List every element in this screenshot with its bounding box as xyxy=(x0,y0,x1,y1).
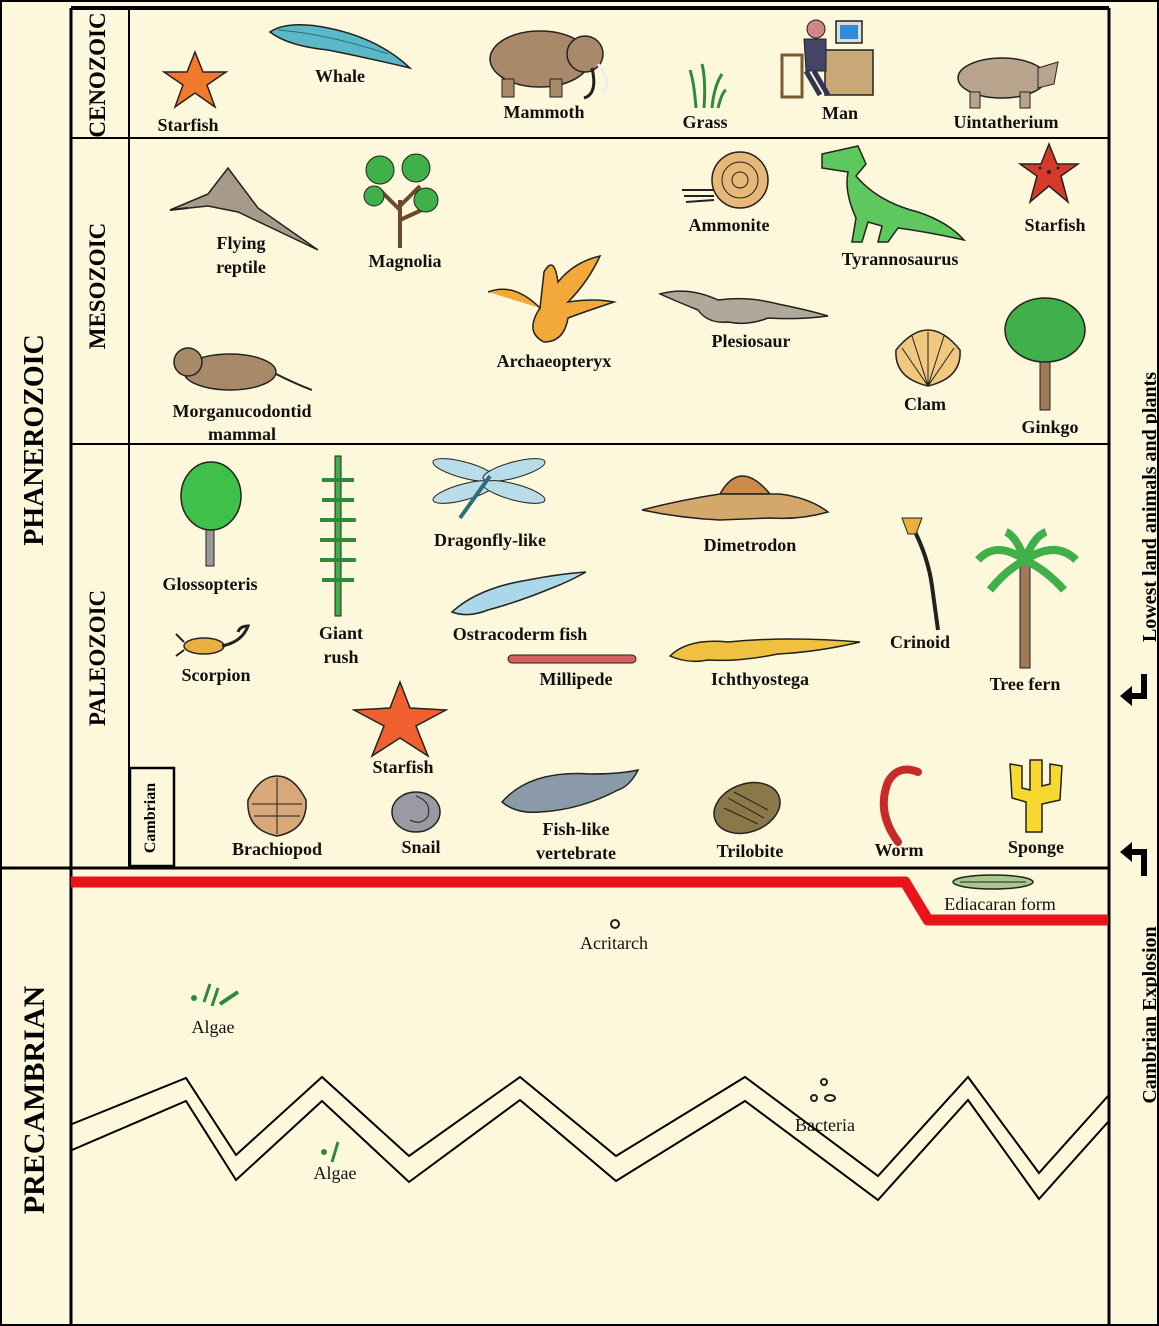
ginkgo-icon xyxy=(1000,294,1090,412)
dimetrodon-icon xyxy=(640,464,830,526)
label-sponge: Sponge xyxy=(996,836,1076,858)
starfish-icon xyxy=(160,50,230,110)
label-ichthyostega: Ichthyostega xyxy=(700,668,820,690)
label-tree-fern: Tree fern xyxy=(980,673,1070,695)
label-flying-reptile-2: reptile xyxy=(196,256,286,278)
label-morganucodontid-2: mammal xyxy=(162,423,322,445)
crinoid-icon xyxy=(898,516,954,632)
label-ostracoderm-fish: Ostracoderm fish xyxy=(440,623,600,645)
label-grass: Grass xyxy=(670,111,740,133)
label-dragonfly: Dragonfly-like xyxy=(420,529,560,551)
label-morganucodontid-1: Morganucodontid xyxy=(162,400,322,422)
label-ediacaran-form: Ediacaran form xyxy=(930,893,1070,915)
label-whale: Whale xyxy=(300,65,380,87)
scorpion-icon xyxy=(172,622,254,664)
label-fish-like-vertebrate-1: Fish-like xyxy=(516,818,636,840)
ichthyostega-icon xyxy=(668,628,862,666)
bacteria-icon xyxy=(806,1076,846,1106)
label-starfish-mesozoic: Starfish xyxy=(1010,214,1100,236)
snail-icon xyxy=(388,788,444,834)
label-trilobite: Trilobite xyxy=(700,840,800,862)
era-paleozoic: PALEOZOIC xyxy=(80,573,116,743)
plesiosaur-icon xyxy=(658,286,830,328)
label-ginkgo: Ginkgo xyxy=(1010,416,1090,438)
ammonite-icon xyxy=(680,150,770,210)
label-mammoth: Mammoth xyxy=(494,101,594,123)
label-acritarch: Acritarch xyxy=(568,932,660,954)
label-clam: Clam xyxy=(890,393,960,415)
uintatherium-icon xyxy=(950,48,1062,110)
label-archaeopteryx: Archaeopteryx xyxy=(484,350,624,372)
label-ammonite: Ammonite xyxy=(674,214,784,236)
mammoth-icon xyxy=(480,24,615,99)
ostracoderm-fish-icon xyxy=(448,568,588,620)
brachiopod-icon xyxy=(244,774,310,838)
tree-fern-icon xyxy=(976,530,1078,670)
label-scorpion: Scorpion xyxy=(166,664,266,686)
whale-icon xyxy=(268,20,413,70)
dragonfly-icon xyxy=(430,456,550,520)
label-magnolia: Magnolia xyxy=(360,250,450,272)
millipede-icon xyxy=(506,652,638,666)
tyrannosaurus-icon xyxy=(818,142,966,246)
acritarch-icon xyxy=(608,918,622,930)
label-worm: Worm xyxy=(864,839,934,861)
giant-rush-icon xyxy=(318,450,358,618)
label-fish-like-vertebrate-2: vertebrate xyxy=(516,842,636,864)
side-label-cambrian-explosion: Cambrian Explosion xyxy=(1135,905,1159,1125)
label-starfish-paleozoic: Starfish xyxy=(358,756,448,778)
label-bacteria: Bacteria xyxy=(780,1114,870,1136)
starfish-mesozoic-icon xyxy=(1018,142,1080,206)
grass-icon xyxy=(688,62,728,110)
label-giant-rush-1: Giant xyxy=(306,622,376,644)
label-algae-upper: Algae xyxy=(178,1016,248,1038)
label-millipede: Millipede xyxy=(516,668,636,690)
era-mesozoic: MESOZOIC xyxy=(80,211,116,361)
archaeopteryx-icon xyxy=(484,252,619,347)
glossopteris-icon xyxy=(178,460,244,568)
label-flying-reptile-1: Flying xyxy=(196,232,286,254)
morganucodontid-icon xyxy=(166,344,314,396)
label-brachiopod: Brachiopod xyxy=(222,838,332,860)
starfish-paleozoic-icon xyxy=(352,680,448,758)
era-cambrian: Cambrian xyxy=(139,773,163,863)
arrow-left-down-icon xyxy=(1118,672,1158,712)
clam-icon xyxy=(892,328,964,388)
arrow-up-left-icon xyxy=(1118,838,1158,878)
ediacaran-form-icon xyxy=(950,872,1036,892)
magnolia-icon xyxy=(360,150,440,250)
label-glossopteris: Glossopteris xyxy=(150,573,270,595)
label-giant-rush-2: rush xyxy=(306,646,376,668)
label-dimetrodon: Dimetrodon xyxy=(690,534,810,556)
label-plesiosaur: Plesiosaur xyxy=(696,330,806,352)
eon-precambrian: PRECAMBRIAN xyxy=(15,930,55,1270)
fish-like-vertebrate-icon xyxy=(500,766,640,818)
era-cenozoic: CENOZOIC xyxy=(80,0,116,150)
sponge-icon xyxy=(1000,758,1068,834)
algae-icon xyxy=(186,980,242,1010)
label-snail: Snail xyxy=(386,836,456,858)
label-crinoid: Crinoid xyxy=(880,631,960,653)
eon-phanerozoic: PHANEROZOIC xyxy=(15,275,55,605)
side-label-lowest-land: Lowest land animals and plants xyxy=(1135,332,1159,682)
label-algae-lower: Algae xyxy=(300,1162,370,1184)
trilobite-icon xyxy=(708,778,786,836)
label-starfish-cenozoic: Starfish xyxy=(148,114,228,136)
label-uintatherium: Uintatherium xyxy=(946,111,1066,133)
algae-lower-icon xyxy=(318,1140,344,1164)
man-at-computer-icon xyxy=(780,15,875,100)
worm-icon xyxy=(868,762,924,844)
label-man: Man xyxy=(810,102,870,124)
label-tyrannosaurus: Tyrannosaurus xyxy=(830,248,970,270)
